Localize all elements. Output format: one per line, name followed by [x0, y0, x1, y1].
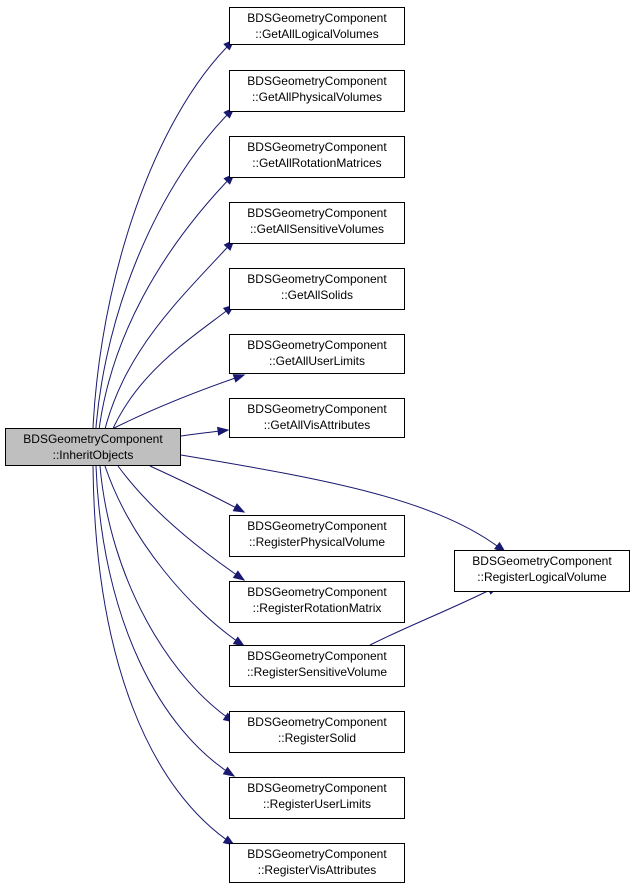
node-method-label: ::RegisterUserLimits [262, 797, 372, 811]
node-method-label: ::GetAllSolids [280, 288, 354, 302]
arrowhead-icon [232, 374, 246, 383]
node-register-logical-volume[interactable]: BDSGeometryComponent ::RegisterLogicalVo… [454, 550, 630, 592]
arrowhead-icon [232, 570, 246, 581]
edge-root-to-register-user-limits [95, 465, 235, 777]
node-method-label: ::RegisterSolid [277, 731, 357, 745]
node-register-sensitive-volume[interactable]: BDSGeometryComponent ::RegisterSensitive… [229, 645, 405, 687]
node-register-solid[interactable]: BDSGeometryComponent ::RegisterSolid [229, 711, 405, 753]
edge-root-to-get-all-logical-volumes [91, 39, 235, 467]
node-class-label: BDSGeometryComponent [247, 140, 387, 154]
node-class-label: BDSGeometryComponent [247, 74, 387, 88]
node-method-label: ::GetAllRotationMatrices [252, 156, 382, 170]
arrowhead-icon [232, 503, 246, 513]
node-get-all-sensitive-volumes[interactable]: BDSGeometryComponent ::GetAllSensitiveVo… [229, 202, 405, 244]
node-method-label: ::RegisterVisAttributes [257, 863, 377, 877]
node-register-vis-attributes[interactable]: BDSGeometryComponent ::RegisterVisAttrib… [229, 843, 405, 883]
node-register-rotation-matrix[interactable]: BDSGeometryComponent ::RegisterRotationM… [229, 581, 405, 623]
node-get-all-solids[interactable]: BDSGeometryComponent ::GetAllSolids [229, 268, 405, 310]
node-get-all-user-limits[interactable]: BDSGeometryComponent ::GetAllUserLimits [229, 334, 405, 374]
node-get-all-vis-attributes[interactable]: BDSGeometryComponent ::GetAllVisAttribut… [229, 398, 405, 438]
node-class-label: BDSGeometryComponent [247, 649, 387, 663]
node-class-label: BDSGeometryComponent [247, 715, 387, 729]
edge-root-to-get-all-physical-volumes [93, 107, 235, 467]
node-get-all-logical-volumes[interactable]: BDSGeometryComponent ::GetAllLogicalVolu… [229, 7, 405, 45]
node-class-label: BDSGeometryComponent [247, 847, 387, 861]
edge-root-to-get-all-user-limits [109, 374, 245, 431]
node-class-label: BDSGeometryComponent [247, 206, 387, 220]
node-register-user-limits[interactable]: BDSGeometryComponent ::RegisterUserLimit… [229, 777, 405, 819]
node-method-label: ::InheritObjects [52, 448, 134, 462]
node-method-label: ::RegisterRotationMatrix [252, 601, 382, 615]
edge-root-to-get-all-rotation-matrices [95, 173, 235, 467]
node-method-label: ::GetAllPhysicalVolumes [251, 90, 383, 104]
edge-root-to-get-all-sensitive-volumes [97, 239, 235, 467]
arrowhead-icon [232, 636, 246, 647]
node-class-label: BDSGeometryComponent [23, 432, 163, 446]
edge-root-to-register-rotation-matrix [117, 465, 245, 581]
edge-root-to-register-vis-attributes [92, 465, 235, 846]
arrowhead-icon [222, 835, 236, 846]
edge-register-sensitive-volume-to-register-logical-volume [369, 585, 499, 646]
node-method-label: ::RegisterLogicalVolume [477, 570, 607, 584]
node-class-label: BDSGeometryComponent [247, 402, 387, 416]
node-register-physical-volume[interactable]: BDSGeometryComponent ::RegisterPhysicalV… [229, 515, 405, 557]
node-method-label: ::RegisterSensitiveVolume [246, 665, 388, 679]
node-class-label: BDSGeometryComponent [472, 554, 612, 568]
node-method-label: ::GetAllSensitiveVolumes [249, 222, 385, 236]
node-method-label: ::GetAllUserLimits [268, 354, 366, 368]
edge-root-to-register-sensitive-volume [104, 465, 245, 647]
node-class-label: BDSGeometryComponent [247, 781, 387, 795]
node-method-label: ::RegisterPhysicalVolume [248, 535, 386, 549]
node-method-label: ::GetAllLogicalVolumes [255, 27, 379, 41]
node-class-label: BDSGeometryComponent [247, 519, 387, 533]
edge-root-to-register-logical-volume [180, 454, 506, 553]
arrowhead-icon [217, 426, 230, 436]
node-get-all-rotation-matrices[interactable]: BDSGeometryComponent ::GetAllRotationMat… [229, 136, 405, 178]
node-class-label: BDSGeometryComponent [247, 338, 387, 352]
edge-root-to-register-solid [99, 465, 235, 723]
node-get-all-physical-volumes[interactable]: BDSGeometryComponent ::GetAllPhysicalVol… [229, 70, 405, 112]
node-class-label: BDSGeometryComponent [247, 11, 387, 25]
arrowhead-icon [222, 766, 236, 777]
node-method-label: ::GetAllVisAttributes [263, 418, 371, 432]
node-class-label: BDSGeometryComponent [247, 585, 387, 599]
node-class-label: BDSGeometryComponent [247, 272, 387, 286]
node-inherit-objects: BDSGeometryComponent ::InheritObjects [5, 428, 181, 466]
edge-root-to-register-physical-volume [149, 465, 245, 513]
